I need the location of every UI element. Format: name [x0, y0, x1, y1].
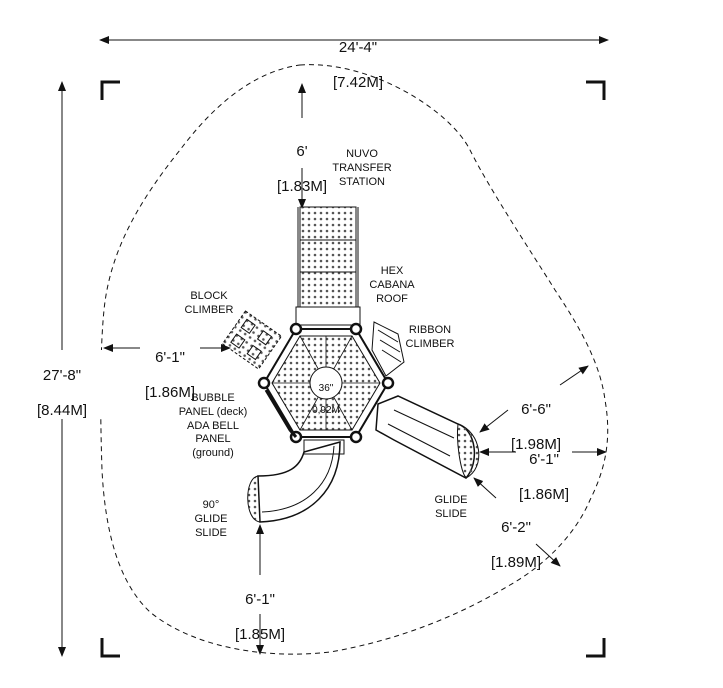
glide-slide-label: GLIDE SLIDE: [434, 494, 468, 520]
left-clearance-metric: [1.86M]: [144, 383, 196, 401]
block-climber-label: BLOCK CLIMBER: [184, 290, 234, 316]
overall-width-label: 24'-4" [7.42M]: [318, 22, 398, 91]
overall-width-metric: [7.42M]: [332, 73, 384, 91]
block-climber: [221, 310, 283, 370]
right-lower-metric: [1.89M]: [490, 553, 542, 571]
corner-mark-bottom-left: [100, 638, 120, 658]
use-zone-boundary: [100, 64, 609, 655]
top-clearance-imperial: 6': [296, 143, 308, 161]
deck-height-imperial: 36": [318, 383, 334, 394]
overall-height-imperial: 27'-8": [42, 367, 82, 385]
top-clearance-metric: [1.83M]: [276, 177, 328, 195]
overall-height-label: 27'-8" [8.44M]: [20, 350, 104, 419]
glide-slide-90: [247, 439, 345, 523]
right-lower-leader-out: [535, 543, 561, 567]
right-middle-label: 6'-1" [1.86M]: [506, 434, 582, 503]
overall-width-imperial: 24'-4": [338, 39, 378, 57]
left-clearance-label: 6'-1" [1.86M]: [132, 332, 208, 401]
ribbon-climber: [371, 321, 405, 377]
corner-mark-top-left: [100, 80, 120, 100]
glide-slide-90-label: 90° GLIDE SLIDE: [194, 499, 228, 539]
bottom-clearance-metric: [1.85M]: [234, 625, 286, 643]
top-clearance-label: 6' [1.83M]: [262, 126, 342, 195]
right-upper-leader-in: [479, 409, 509, 433]
bottom-clearance-label: 6'-1" [1.85M]: [222, 574, 298, 643]
bottom-clearance-imperial: 6'-1": [245, 591, 275, 609]
corner-mark-top-right: [586, 80, 606, 100]
ribbon-climber-label: RIBBON CLIMBER: [405, 324, 455, 350]
post: [381, 376, 395, 390]
corner-mark-bottom-right: [586, 638, 606, 658]
left-clearance-imperial: 6'-1": [155, 349, 185, 367]
bubble-panel: [264, 389, 298, 438]
hex-cabana-label: HEX CABANA ROOF: [369, 265, 415, 305]
bubble-panel-label: BUBBLE PANEL (deck) ADA BELL PANEL (grou…: [178, 392, 248, 459]
right-upper-leader-out: [559, 365, 589, 386]
nuvo-transfer-label: NUVO TRANSFER STATION: [332, 148, 392, 188]
right-upper-imperial: 6'-6": [521, 401, 551, 419]
right-upper-metric: [1.98M]: [510, 435, 562, 453]
post: [289, 322, 303, 336]
right-middle-metric: [1.86M]: [518, 485, 570, 503]
right-middle-imperial: 6'-1": [529, 451, 559, 469]
deck-height-metric: 0,92M: [312, 405, 340, 416]
right-lower-leader-in: [473, 477, 497, 499]
right-upper-label: 6'-6" [1.98M]: [498, 384, 574, 453]
post: [349, 322, 363, 336]
overall-height-metric: [8.44M]: [36, 401, 88, 419]
nuvo-transfer-station: [295, 206, 361, 326]
right-lower-imperial: 6'-2": [501, 519, 531, 537]
deck-height-label: 36" 0,92M: [304, 372, 348, 416]
right-lower-label: 6'-2" [1.89M]: [478, 502, 554, 571]
post: [257, 376, 271, 390]
post: [349, 430, 363, 444]
glide-slide: [375, 395, 480, 479]
